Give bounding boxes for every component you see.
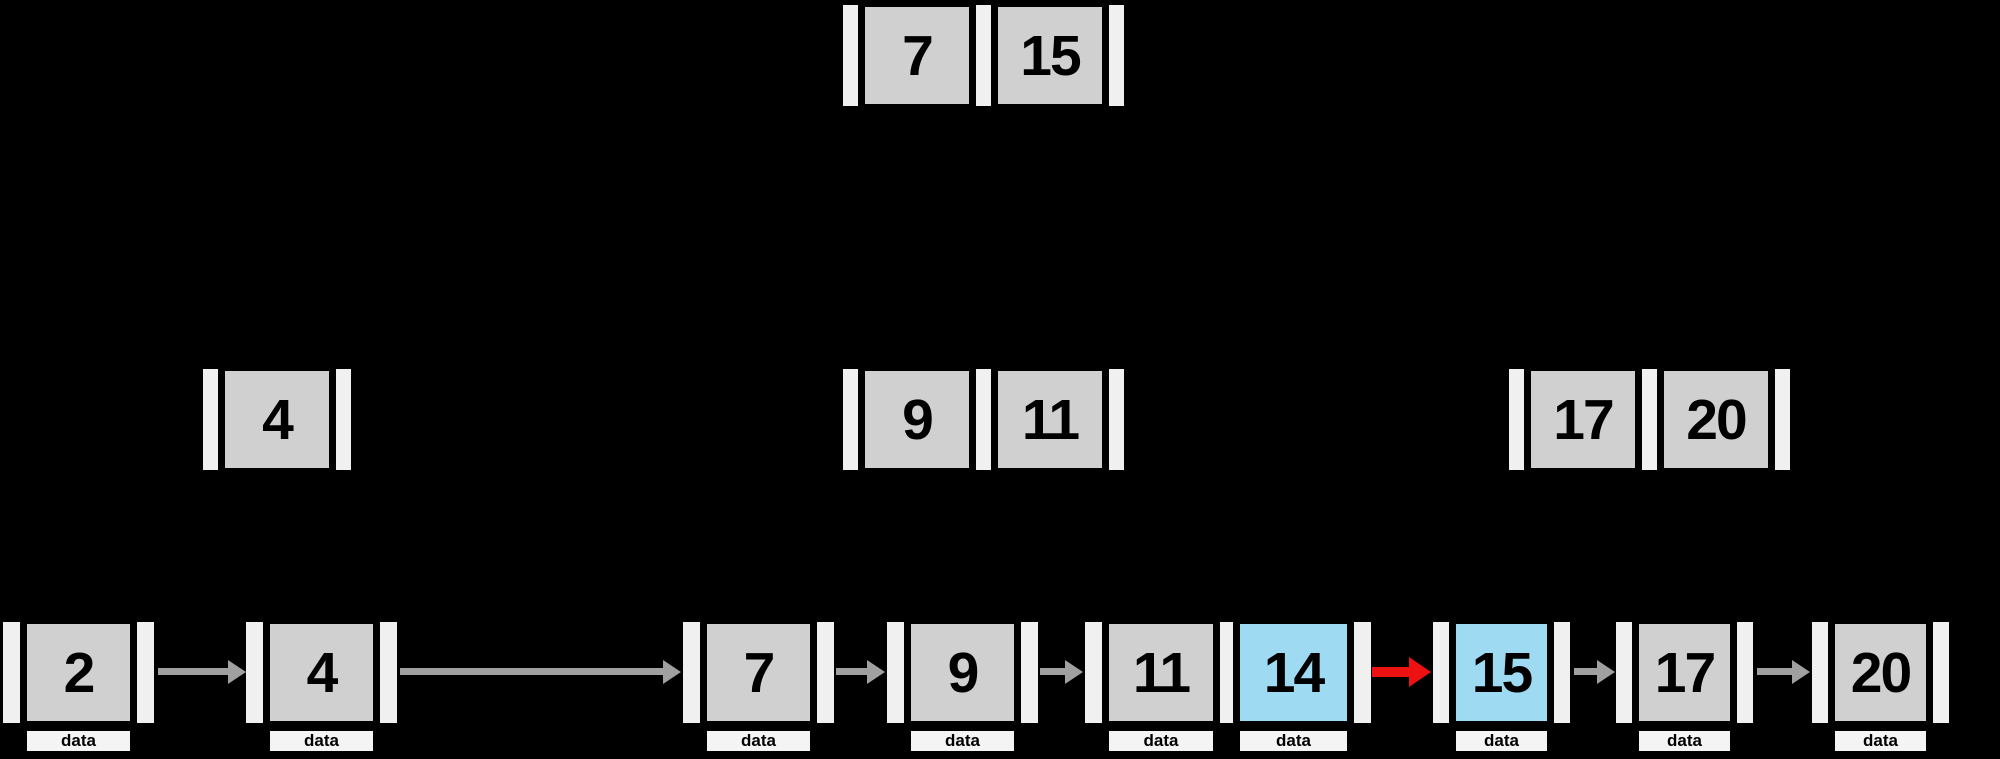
next-pointer-slot [1933, 622, 1949, 723]
pointer-slot [1775, 369, 1790, 470]
leaf-key-15-highlighted: 15 [1454, 622, 1549, 723]
arrow-shaft [1574, 668, 1601, 675]
data-pointer-label: data [25, 729, 132, 753]
arrow-shaft [1757, 668, 1796, 675]
data-pointer-label: data [1637, 729, 1732, 753]
leaf-key-2: 2 [25, 622, 132, 723]
pointer-slot [976, 369, 991, 470]
leaf-key-14-highlighted: 14 [1238, 622, 1349, 723]
next-pointer-slot [1354, 622, 1371, 723]
data-pointer-label: data [1107, 729, 1215, 753]
internal-node-17-20: 17 20 [1509, 369, 1790, 470]
arrow-shaft [1372, 667, 1413, 677]
leaf-node-4: 4 data [246, 622, 397, 753]
internal-key-9: 9 [863, 369, 971, 470]
pointer-slot [1085, 622, 1102, 723]
arrow-head-icon [663, 660, 681, 684]
leaf-row: 15 [1433, 622, 1570, 723]
leaf-row: 11 14 [1085, 622, 1371, 723]
pointer-slot [1509, 369, 1524, 470]
internal-node-4: 4 [203, 369, 351, 470]
pointer-slot [683, 622, 700, 723]
leaf-key-4: 4 [268, 622, 375, 723]
pointer-slot [1812, 622, 1828, 723]
leaf-node-17: 17 data [1616, 622, 1753, 753]
next-pointer-slot [1021, 622, 1038, 723]
internal-node-9-11: 9 11 [843, 369, 1124, 470]
arrow-shaft [400, 668, 667, 675]
leaf-node-11-14: 11 14 data data [1085, 622, 1371, 753]
arrow-head-icon [867, 660, 885, 684]
arrow-head-icon [1597, 660, 1615, 684]
pointer-slot [1616, 622, 1632, 723]
data-pointer-label: data [705, 729, 812, 753]
leaf-row: 7 [683, 622, 834, 723]
data-pointer-label: data [268, 729, 375, 753]
root-key-15: 15 [996, 5, 1104, 106]
data-pointer-label: data [909, 729, 1016, 753]
leaf-node-2: 2 data [3, 622, 154, 753]
arrow-head-icon [1792, 660, 1810, 684]
arrow-shaft [836, 668, 871, 675]
leaf-key-9: 9 [909, 622, 1016, 723]
data-pointer-label: data [1238, 729, 1349, 753]
leaf-row: 4 [246, 622, 397, 723]
arrow-head-icon [1065, 660, 1083, 684]
internal-key-20: 20 [1662, 369, 1770, 470]
data-pointer-label: data [1833, 729, 1928, 753]
next-pointer-slot [137, 622, 154, 723]
pointer-slot [1642, 369, 1657, 470]
pointer-slot [246, 622, 263, 723]
pointer-slot [1220, 622, 1233, 723]
leaf-key-7: 7 [705, 622, 812, 723]
leaf-row: 20 [1812, 622, 1949, 723]
internal-key-11: 11 [996, 369, 1104, 470]
leaf-row: 2 [3, 622, 154, 723]
next-pointer-slot [380, 622, 397, 723]
root-node: 7 15 [843, 5, 1124, 106]
pointer-slot [843, 369, 858, 470]
data-pointer-label: data [1454, 729, 1549, 753]
leaf-node-20: 20 data [1812, 622, 1949, 753]
arrow-shaft [1040, 668, 1069, 675]
pointer-slot [3, 622, 20, 723]
internal-key-17: 17 [1529, 369, 1637, 470]
leaf-node-15: 15 data [1433, 622, 1570, 753]
root-key-7: 7 [863, 5, 971, 106]
internal-key-4: 4 [223, 369, 331, 470]
pointer-slot [203, 369, 218, 470]
pointer-slot [336, 369, 351, 470]
pointer-slot [1109, 5, 1124, 106]
leaf-row: 17 [1616, 622, 1753, 723]
arrow-shaft [158, 668, 232, 675]
pointer-slot [887, 622, 904, 723]
leaf-node-9: 9 data [887, 622, 1038, 753]
leaf-key-20: 20 [1833, 622, 1928, 723]
pointer-slot [976, 5, 991, 106]
pointer-slot [843, 5, 858, 106]
leaf-row: 9 [887, 622, 1038, 723]
next-pointer-slot [817, 622, 834, 723]
pointer-slot [1433, 622, 1449, 723]
arrow-head-icon [228, 660, 246, 684]
next-pointer-slot [1554, 622, 1570, 723]
leaf-node-7: 7 data [683, 622, 834, 753]
pointer-slot [1109, 369, 1124, 470]
leaf-key-17: 17 [1637, 622, 1732, 723]
arrow-head-icon [1409, 657, 1431, 687]
next-pointer-slot [1737, 622, 1753, 723]
leaf-key-11: 11 [1107, 622, 1215, 723]
